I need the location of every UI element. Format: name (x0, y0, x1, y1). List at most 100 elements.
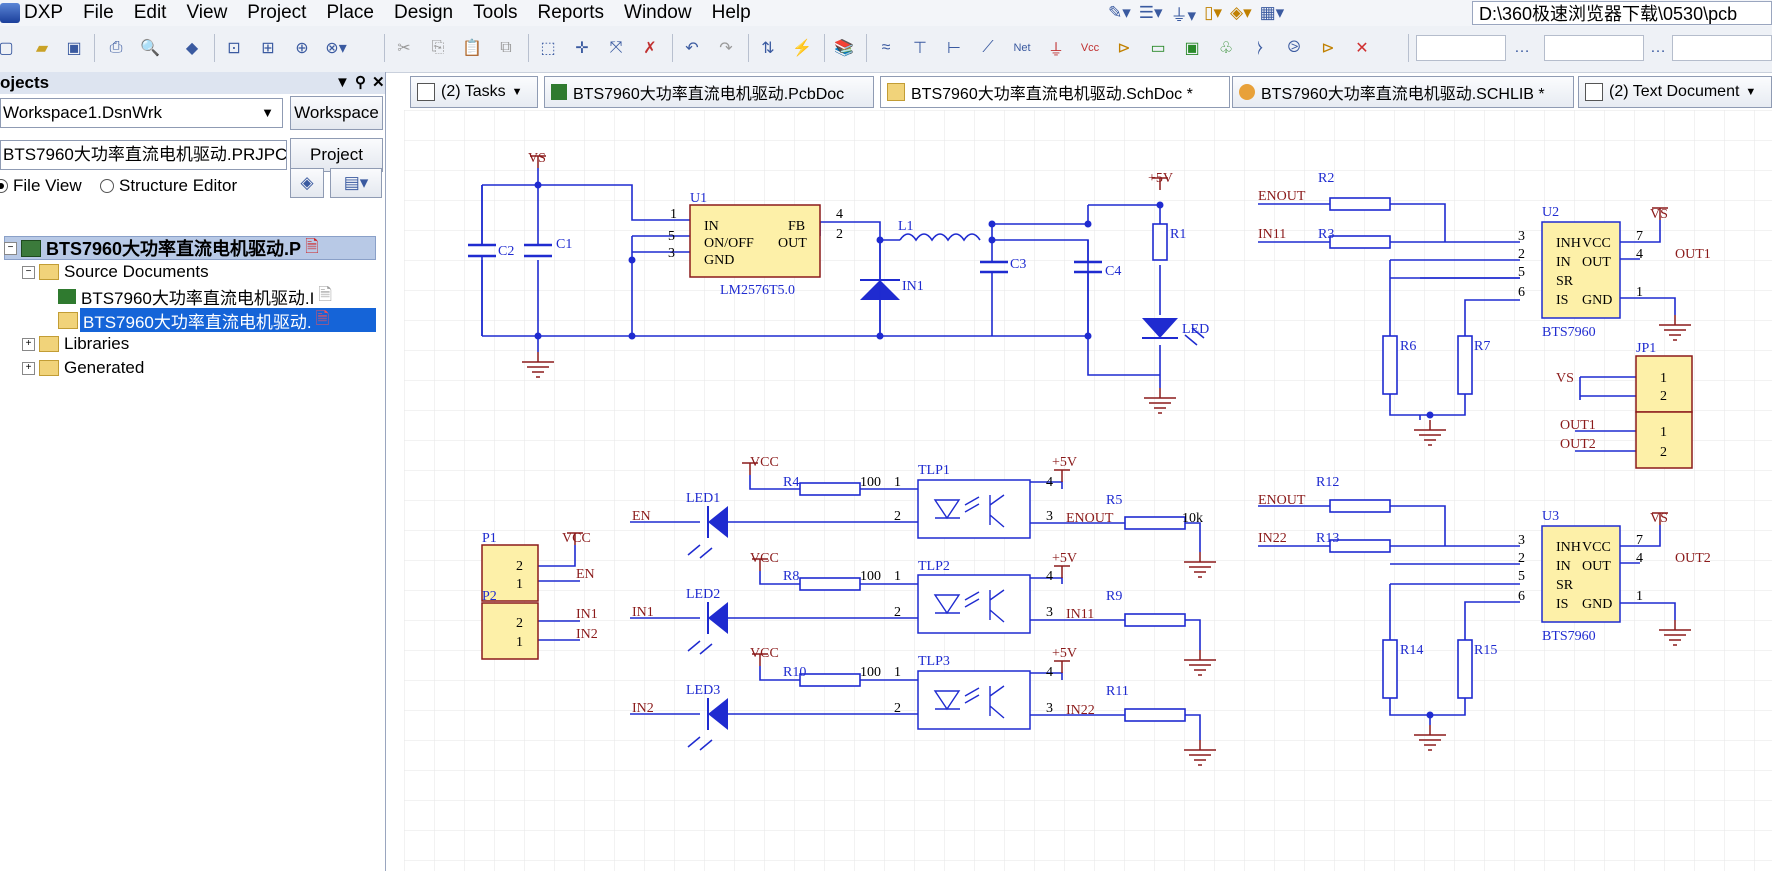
menu-dxp[interactable]: DXP (24, 2, 64, 23)
file-view-radio[interactable]: File View (0, 176, 82, 196)
drawing-tools-icon[interactable]: ✎▾ (1108, 3, 1131, 22)
align-tools-icon[interactable]: ☰▾ (1138, 3, 1163, 22)
vcc-port-icon[interactable]: Vcc (1080, 42, 1100, 54)
opto1-pin-3: 3 (1046, 509, 1053, 524)
move-selection-icon[interactable]: ✛ (575, 40, 589, 57)
deselect-icon[interactable]: ⤧ (609, 39, 623, 56)
select-area-icon[interactable]: ⬚ (540, 40, 556, 57)
zoom-selected-icon[interactable]: ⊕ (295, 40, 309, 57)
expand-icon[interactable]: + (22, 361, 35, 375)
place-signal-harness-icon[interactable]: ⊢ (947, 40, 961, 57)
place-sheet-symbol-icon[interactable]: ▭ (1150, 40, 1166, 57)
power-sources-icon[interactable]: ⏚▾ (1170, 5, 1197, 25)
digital-devices-icon[interactable]: ▯▾ (1204, 3, 1222, 22)
menu-place[interactable]: Place (326, 2, 374, 23)
tab-pcbdoc[interactable]: BTS7960大功率直流电机驱动.PcbDoc (544, 76, 874, 108)
save-icon[interactable]: ▣ (66, 40, 82, 57)
grids-icon[interactable]: ▦▾ (1259, 3, 1285, 22)
compile-icon[interactable]: ◈ (290, 168, 324, 198)
place-no-erc-icon[interactable]: ✕ (1355, 40, 1369, 57)
place-harness-connector-icon[interactable]: ⧽ (1257, 39, 1263, 56)
place-device-sheet-icon[interactable]: ♧ (1218, 40, 1234, 57)
panel-menu-icon[interactable]: ▼ (335, 74, 350, 91)
clear-filter-icon[interactable]: ✗ (643, 40, 657, 57)
copy-icon[interactable]: ⎘ (431, 39, 445, 56)
open-icon[interactable]: ▰ (35, 40, 49, 57)
tree-sch-doc[interactable]: BTS7960大功率直流电机驱动. 🗎 (58, 308, 329, 332)
place-part-icon[interactable]: ⊳ (1117, 40, 1131, 57)
undo-icon[interactable]: ↶ (685, 40, 699, 57)
tree-source-documents[interactable]: − Source Documents (22, 260, 209, 284)
place-port-icon[interactable]: ⊳ (1321, 40, 1335, 57)
pin-2: 2 (1518, 551, 1525, 566)
hierarchy-icon[interactable]: ⇅ (761, 40, 775, 57)
pin-icon[interactable]: ⚲ (355, 74, 366, 91)
menu-edit[interactable]: Edit (133, 2, 167, 23)
menu-help[interactable]: Help (711, 2, 751, 23)
menu-window[interactable]: Window (624, 2, 692, 23)
menu-reports[interactable]: Reports (537, 2, 605, 23)
pin-6: 6 (1518, 285, 1525, 300)
zoom-area-icon[interactable]: ⊞ (261, 40, 275, 57)
menu-file[interactable]: File (83, 2, 114, 23)
tab-schlib[interactable]: BTS7960大功率直流电机驱动.SCHLIB * (1232, 76, 1574, 108)
tab-schdoc[interactable]: BTS7960大功率直流电机驱动.SchDoc * (880, 76, 1230, 108)
chevron-down-icon[interactable]: ▼ (261, 105, 274, 120)
text-doc-icon (1585, 83, 1603, 101)
label-in2: IN2 (632, 701, 654, 716)
tree-generated[interactable]: + Generated (22, 356, 144, 380)
more-icon-1[interactable]: … (1514, 39, 1530, 56)
close-icon[interactable]: ✕ (372, 74, 385, 91)
workspace-button[interactable]: Workspace (290, 96, 383, 130)
menu-design[interactable]: Design (393, 2, 454, 23)
redo-icon[interactable]: ↷ (719, 40, 733, 57)
project-options-icon[interactable]: ▤▾ (330, 168, 382, 198)
collapse-icon[interactable]: − (4, 241, 17, 255)
filter-combo-2[interactable] (1544, 35, 1644, 61)
tree-libraries[interactable]: + Libraries (22, 332, 129, 356)
rubber-stamp-icon[interactable]: ⧉ (500, 39, 512, 56)
place-harness-entry-icon[interactable]: ⧁ (1287, 39, 1301, 56)
zoom-filter-icon[interactable]: ⊗▾ (325, 40, 347, 57)
menu-project[interactable]: Project (247, 2, 307, 23)
label-r4-val: 100 (860, 475, 881, 490)
gnd-port-icon[interactable]: ⏚ (1047, 42, 1064, 59)
new-icon[interactable]: ▢ (0, 40, 14, 57)
workspace-combo[interactable]: Workspace1.DsnWrk ▼ (0, 98, 283, 128)
browse-library-icon[interactable]: 📚 (834, 40, 854, 57)
tree-project-node[interactable]: − BTS7960大功率直流电机驱动.P 🗎 (4, 236, 376, 260)
place-wire-icon[interactable]: ≈ (881, 39, 891, 56)
chevron-down-icon[interactable]: ▼ (1745, 86, 1757, 98)
place-net-label-icon[interactable]: Net (1013, 42, 1031, 54)
more-icon-2[interactable]: … (1650, 39, 1666, 56)
print-preview-icon[interactable]: 🔍 (140, 40, 160, 57)
project-button[interactable]: Project (290, 138, 383, 172)
menu-tools[interactable]: Tools (473, 2, 518, 23)
place-bus-icon[interactable]: ⊤ (913, 40, 927, 57)
project-field[interactable]: BTS7960大功率直流电机驱动.PRJPC (0, 140, 287, 170)
place-sheet-entry-icon[interactable]: ▣ (1184, 40, 1200, 57)
structure-editor-radio[interactable]: Structure Editor (100, 176, 237, 196)
place-bus-entry-icon[interactable]: ⟋ (982, 39, 994, 56)
cross-probe-icon[interactable]: ⚡ (792, 40, 812, 57)
menu-view[interactable]: View (186, 2, 228, 23)
open-device-view-icon[interactable]: ◆ (185, 40, 199, 57)
schematic-canvas[interactable]: VS C2 C1 U1 LM2576T5.0 IN ON/OFF GND FB … (404, 110, 1772, 871)
chevron-down-icon[interactable]: ▼ (511, 86, 523, 98)
print-icon[interactable]: ⎙ (109, 39, 123, 56)
expand-icon[interactable]: + (22, 337, 35, 351)
fit-document-icon[interactable]: ⊡ (227, 40, 241, 57)
tab-tasks[interactable]: (2) Tasks▼ (410, 76, 538, 108)
label-r11: R11 (1106, 684, 1129, 699)
tree-pcb-doc[interactable]: BTS7960大功率直流电机驱动.I 🗎 (58, 284, 332, 308)
simulation-sources-icon[interactable]: ◈▾ (1230, 3, 1252, 22)
filter-combo-3[interactable] (1672, 35, 1772, 61)
label-led: LED (1182, 322, 1209, 337)
label-out2: OUT2 (1675, 551, 1711, 566)
paste-icon[interactable]: 📋 (462, 40, 482, 57)
cut-icon[interactable]: ✂ (397, 40, 411, 57)
tab-text-document[interactable]: (2) Text Document▼ (1578, 76, 1772, 108)
collapse-icon[interactable]: − (22, 265, 35, 279)
document-path-field[interactable]: D:\360极速浏览器下载\0530\pcb (1472, 1, 1772, 25)
filter-combo-1[interactable] (1416, 35, 1506, 61)
